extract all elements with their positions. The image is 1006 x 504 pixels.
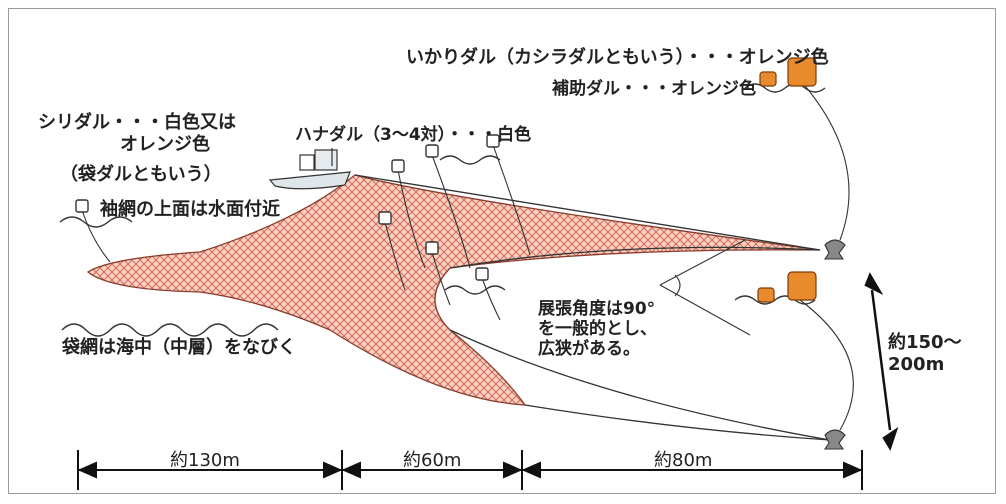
hana-buoy	[486, 134, 500, 148]
angle-indicator	[659, 239, 751, 336]
aux-buoy-bottom	[757, 287, 775, 303]
shiri-buoy-label-line2: オレンジ色	[120, 134, 210, 155]
sode-surface-label: 袖網の上面は水面付近	[100, 199, 280, 220]
width-label-line1: 約150～	[888, 332, 962, 353]
shiri-buoy	[75, 199, 89, 213]
wing-ropes	[354, 174, 831, 441]
wave-mid	[444, 285, 506, 295]
wave-left-top	[59, 216, 133, 228]
orange-buoys	[757, 57, 817, 303]
buoy-lines	[81, 79, 854, 431]
angle-label-line3: 広狭がある。	[538, 339, 640, 359]
anchor-bottom	[823, 429, 846, 450]
diagram-frame	[8, 8, 996, 494]
width-arrow	[864, 272, 899, 451]
net-body	[86, 174, 821, 406]
dimension-line	[77, 450, 863, 490]
wave-hana-2	[439, 155, 501, 165]
wave-fukuro	[61, 323, 279, 337]
hana-buoy-label: ハナダル（3～4対）・・・白色	[295, 125, 532, 145]
anchor-buoy-bottom	[787, 271, 817, 301]
hana-buoy	[425, 144, 439, 158]
fukuro-drift-label: 袋網は海中（中層）をなびく	[62, 337, 296, 358]
aux-buoy-label: 補助ダル・・・オレンジ色	[552, 79, 756, 99]
boat	[268, 148, 351, 190]
anchor-buoy-top	[787, 57, 817, 87]
hana-buoy	[425, 241, 439, 255]
wave-mid-right	[734, 295, 816, 305]
dimension-seg2: 約60m	[403, 450, 462, 471]
anchor-buoy-label: いかりダル（カシラダルともいう）・・・オレンジ色	[406, 47, 829, 68]
wave-top-right	[744, 83, 826, 93]
aux-buoy-top	[759, 71, 777, 87]
dimension-seg3: 約80m	[654, 450, 713, 471]
angle-label-line1: 展張角度は90°	[538, 299, 656, 319]
anchor-top	[823, 239, 846, 260]
angle-label-line2: を一般的とし、	[538, 319, 657, 339]
shiri-buoy-label-line1: シリダル・・・白色又は	[38, 112, 236, 133]
anchors	[823, 239, 846, 450]
hana-buoy	[391, 159, 405, 173]
hana-buoy	[378, 211, 392, 225]
fukuro-alias-label: （袋ダルともいう）	[60, 164, 222, 185]
width-label-line2: 200m	[888, 354, 945, 375]
dimension-seg1: 約130m	[170, 450, 240, 471]
hana-buoy	[475, 267, 489, 281]
white-buoys	[75, 134, 500, 281]
